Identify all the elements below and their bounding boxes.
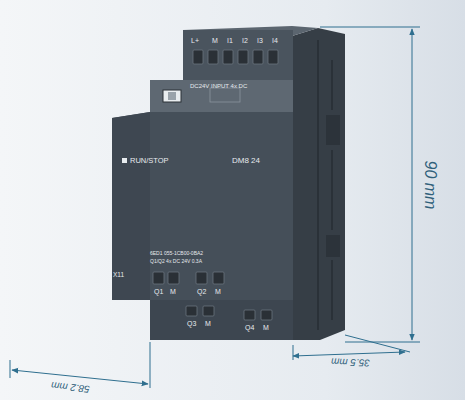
output-rating: Q1/Q2 4x DC 24V 0.3A: [150, 259, 202, 264]
terminal-label: Q3: [187, 320, 196, 327]
side-face: [292, 28, 345, 340]
dimension-label: 90 mm: [422, 161, 438, 210]
rating-text: DC24V INPUT 4x DC: [190, 83, 247, 89]
terminal-label: I3: [257, 37, 263, 44]
terminal-label: Q4: [245, 324, 254, 331]
status-label: RUN/STOP: [130, 157, 169, 165]
terminal-holes: [193, 50, 278, 64]
connector-name: X11: [113, 272, 124, 279]
front-bevel: [112, 112, 150, 300]
dimension-label: 58.2 mm: [50, 380, 90, 394]
switch-slot: [163, 90, 181, 102]
terminal-label: I1: [227, 37, 233, 44]
terminal-label: L+: [191, 37, 199, 44]
order-number: 6ED1 055-1CB00-0BA2: [150, 251, 203, 256]
terminal-label: M: [212, 37, 218, 44]
terminal-label: I4: [272, 37, 278, 44]
terminal-label: I2: [242, 37, 248, 44]
dimension-label: 35.5 mm: [330, 356, 369, 367]
model-name: DM8 24: [232, 157, 260, 165]
top-terminal-block: [183, 30, 293, 80]
upper-step-face: [150, 80, 293, 112]
terminal-label: M: [170, 288, 176, 295]
status-led: [122, 158, 127, 163]
switch: [168, 92, 176, 100]
terminal-label: M: [205, 320, 211, 327]
terminal-label: M: [263, 324, 269, 331]
din-clip: [326, 115, 340, 145]
label-field: [210, 88, 240, 102]
terminal-label: Q2: [197, 288, 206, 295]
terminal-label: Q1: [154, 288, 163, 295]
terminal-holes: [153, 272, 272, 320]
din-ridges: [318, 40, 332, 330]
terminal-label: M: [215, 288, 221, 295]
dimension-lines: [10, 27, 420, 388]
front-face: [112, 112, 293, 300]
din-clip: [326, 235, 340, 257]
lower-terminal-block: [150, 300, 293, 340]
